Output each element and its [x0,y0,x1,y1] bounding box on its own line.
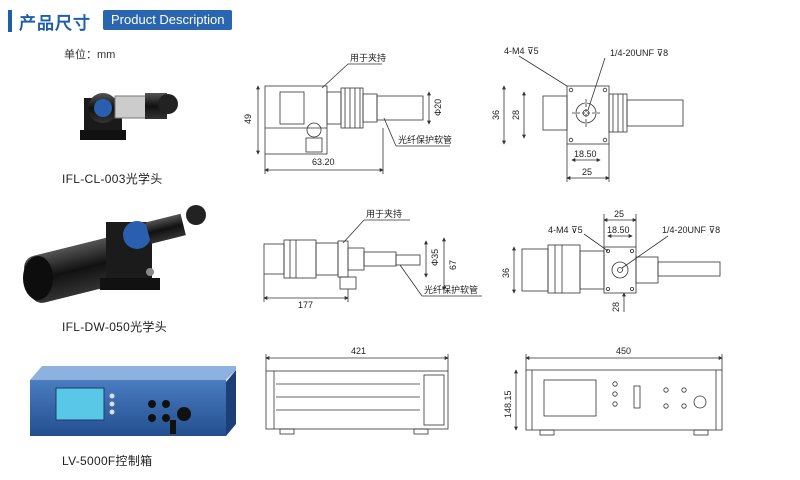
section-title: 产品尺寸 [19,14,91,33]
photo-dw050 [23,205,206,303]
dim-cl003-length: 63.20 [312,157,335,167]
note-cl003-clamp: 用于夹持 [350,52,386,63]
dim-cl003-front-w-inner: 18.50 [574,149,597,159]
product-name-cl003: IFL-CL-003光学头 [62,172,163,186]
dim-dw050-diameter: Φ35 [430,249,440,266]
drawing-cl003-side [256,63,450,174]
dim-cl003-front-h-outer: 36 [491,110,501,120]
dim-dw050-height: 67 [448,260,458,270]
dim-cl003-height: 49 [243,114,253,124]
note-dw050-clamp: 用于夹持 [366,208,402,219]
dim-lv5000f-side-width: 421 [351,346,366,356]
dim-cl003-front-h-inner: 28 [511,110,521,120]
photo-lv5000f [30,366,236,436]
drawing-dw050-side [263,219,482,302]
dim-lv5000f-front-height: 148.15 [503,390,513,418]
drawing-lv5000f-front [514,354,723,436]
note-dw050-hose: 光纤保护软管 [424,284,478,295]
note-cl003-thread-b: 1/4-20UNF ⊽8 [610,48,668,58]
unit-label: 单位：mm [64,49,116,61]
header-accent-bar [8,10,12,32]
dim-dw050-front-h-outer: 36 [501,268,511,278]
note-cl003-thread-a: 4-M4 ⊽5 [504,46,539,56]
drawing-lv5000f-side [265,354,449,435]
dim-cl003-diameter: Φ20 [433,99,443,116]
product-name-dw050: IFL-DW-050光学头 [62,320,168,334]
dim-cl003-front-w-outer: 25 [582,167,592,177]
dim-dw050-front-w-inner: 18.50 [607,225,630,235]
dim-dw050-front-h-inner: 28 [611,302,621,312]
dim-dw050-length: 177 [298,300,313,310]
product-name-lv5000f: LV-5000F控制箱 [62,454,153,468]
note-dw050-thread-b: 1/4-20UNF ⊽8 [662,225,720,235]
drawing-dw050-front [512,214,721,312]
drawing-cl003-front [502,55,684,182]
dim-dw050-front-w-outer: 25 [614,209,624,219]
dim-lv5000f-front-width: 450 [616,346,631,356]
photo-cl003 [80,93,178,140]
note-dw050-thread-a: 4-M4 ⊽5 [548,225,583,235]
section-subtitle-badge: Product Description [103,10,233,30]
note-cl003-hose: 光纤保护软管 [398,134,452,145]
